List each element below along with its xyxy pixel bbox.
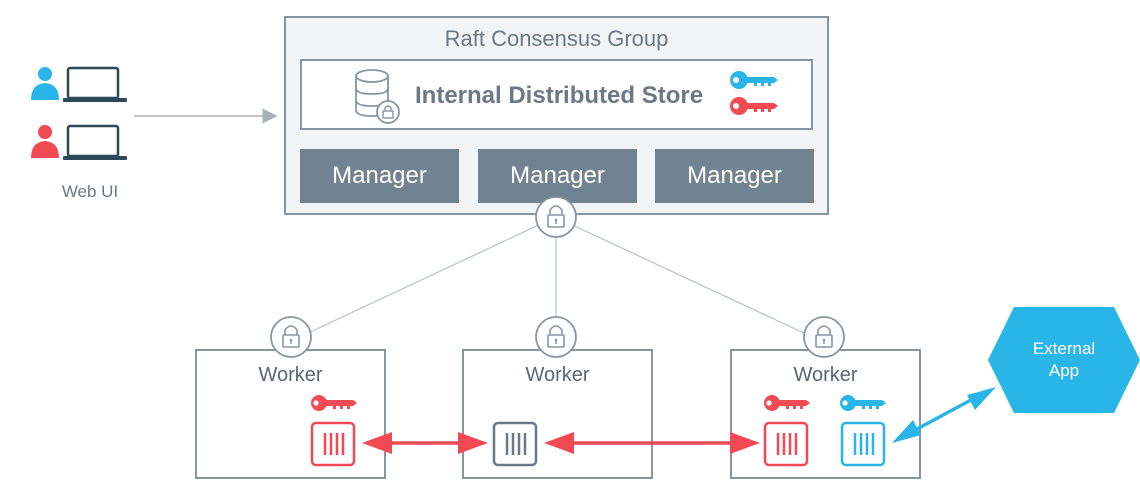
web-ui-user-1 [28, 64, 132, 109]
worker-label-3: Worker [793, 364, 858, 386]
store-title: Internal Distributed Store [415, 82, 704, 109]
worker-2-container-icon [492, 421, 538, 472]
raft-group-title: Raft Consensus Group [444, 26, 669, 51]
external-app [988, 307, 1140, 418]
user-icon [38, 67, 52, 81]
manager-node-1: Manager [300, 149, 459, 203]
external-app-label-line1: External [1032, 339, 1096, 358]
web-ui-user-2 [28, 122, 132, 167]
external-app-label: External App [1000, 338, 1128, 382]
worker-1-container-icon [310, 421, 356, 472]
link-worker-1 [305, 221, 546, 335]
worker-node-3 [730, 349, 921, 479]
worker-3-key-icon-red [762, 392, 812, 419]
worker-3-container-icon-blue [840, 421, 886, 472]
worker-label-2: Worker [525, 364, 590, 386]
external-app-label-line2: App [1048, 361, 1080, 380]
user-laptop-icon [31, 124, 127, 160]
database-lock-icon [352, 66, 404, 131]
store-keys [728, 68, 782, 127]
manager-lock-icon [535, 196, 577, 243]
worker-3-lock-icon [803, 316, 845, 363]
manager-node-3: Manager [655, 149, 814, 203]
worker-3-key-icon-blue [838, 392, 888, 419]
worker-1-lock-icon [270, 316, 312, 363]
web-ui-label: Web UI [61, 182, 119, 201]
blue-arrow-w3-external [892, 387, 996, 443]
red-arrow-w2-w3 [544, 432, 760, 454]
user-icon [38, 125, 52, 139]
worker-3-container-icon-red [763, 421, 809, 472]
link-worker-3 [565, 221, 807, 335]
worker-label-1: Worker [258, 364, 323, 386]
worker-2-lock-icon [535, 316, 577, 363]
user-laptop-icon [31, 66, 127, 102]
hexagon-shape [988, 307, 1140, 413]
worker-1-key-icon [309, 392, 359, 419]
red-arrow-w1-w2 [362, 432, 488, 454]
manager-node-2: Manager [478, 149, 637, 203]
